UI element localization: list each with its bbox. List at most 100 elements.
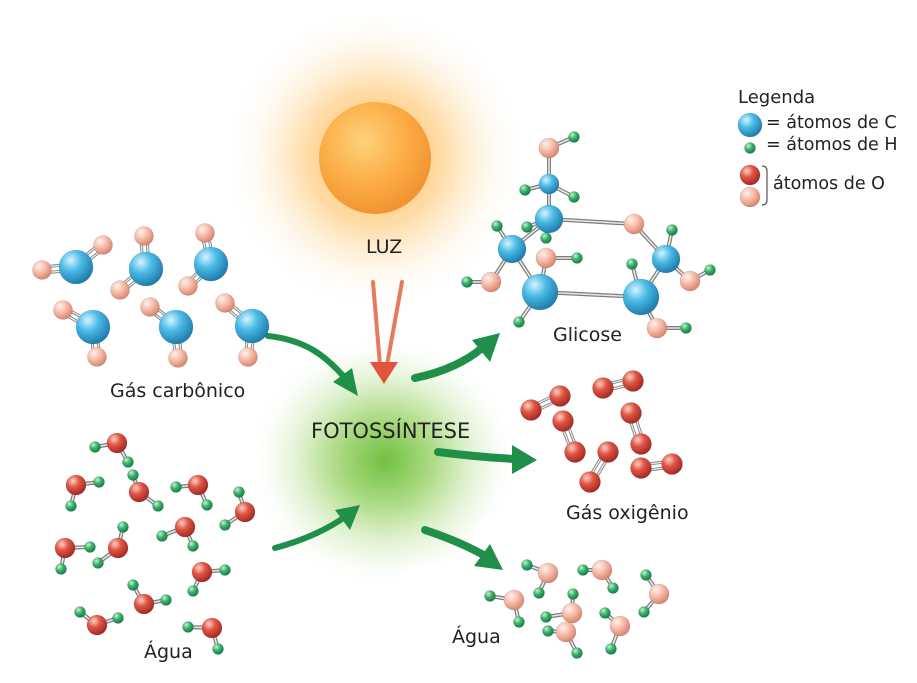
- oxygen-atom: [739, 164, 761, 186]
- oxygen-atom: [65, 474, 87, 496]
- oxygen-atom: [54, 537, 76, 559]
- water-molecule: [182, 617, 224, 655]
- hydrogen-atom: [571, 647, 583, 659]
- hydrogen-atom: [187, 540, 199, 552]
- oxygen-atom: [168, 348, 188, 368]
- oxygen-atom: [555, 621, 577, 643]
- water-molecule: [65, 474, 105, 512]
- legend-title: Legenda: [738, 87, 816, 108]
- water-molecule: [599, 607, 631, 655]
- oxygen-atom: [215, 293, 235, 313]
- water-molecule: [74, 606, 124, 636]
- oxygen-atom: [187, 474, 209, 496]
- hydrogen-atom: [491, 220, 503, 232]
- hydrogen-atom: [607, 582, 619, 594]
- hydrogen-atom: [233, 486, 245, 498]
- carbon-atom: [234, 308, 270, 344]
- hydrogen-atom: [187, 585, 199, 597]
- oxygen-atom: [53, 300, 73, 320]
- water-molecule: [170, 474, 213, 511]
- arrow-glucose-out: [411, 333, 500, 382]
- hydrogen-atom: [704, 264, 716, 276]
- co2-label: Gás carbônico: [110, 380, 246, 402]
- water-molecule: [542, 621, 583, 659]
- hydrogen-atom: [92, 557, 104, 569]
- oxygen-atom: [238, 347, 258, 367]
- carbon-atom: [128, 251, 164, 287]
- arrow-water-out: [421, 526, 503, 570]
- oxygen-atom: [87, 347, 107, 367]
- hydrogen-atom: [540, 232, 552, 244]
- hydrogen-atom: [117, 521, 129, 533]
- co2-molecule: [215, 293, 270, 367]
- water-molecule: [89, 432, 134, 468]
- hydrogen-atom: [156, 530, 168, 542]
- oxygen-atom: [739, 186, 761, 208]
- hydrogen-atom: [219, 564, 231, 576]
- oxygen-atom: [535, 247, 557, 269]
- water-molecule: [127, 579, 172, 615]
- carbon-atom: [58, 249, 94, 285]
- arrow-water-in: [272, 505, 360, 551]
- water-out-label: Água: [452, 626, 501, 648]
- hydrogen-atom: [74, 606, 86, 618]
- oxygen-atom: [191, 561, 213, 583]
- hydrogen-atom: [89, 441, 101, 453]
- glucose-molecule: [461, 131, 716, 339]
- hydrogen-atom: [626, 258, 638, 270]
- water-molecule: [484, 589, 525, 628]
- carbon-atom: [497, 234, 527, 264]
- co2-molecule: [32, 235, 113, 285]
- oxygen-atom: [537, 562, 559, 584]
- legend-hydrogen-label: = átomos de H: [766, 135, 898, 155]
- oxygen-atom: [648, 583, 670, 605]
- hydrogen-atom: [170, 481, 182, 493]
- water-in-molecules: [54, 432, 256, 655]
- oxygen-atom: [178, 276, 198, 296]
- legend-swatches: [737, 112, 763, 208]
- legend-carbon-label: = átomos de C: [766, 113, 897, 133]
- carbon-atom: [534, 204, 564, 234]
- oxygen-atom: [579, 471, 601, 493]
- hydrogen-atom: [680, 322, 692, 334]
- oxygen-atom: [620, 402, 642, 424]
- hydrogen-atom: [640, 569, 652, 581]
- water-molecule: [521, 559, 559, 599]
- oxygen-atom: [107, 537, 129, 559]
- hydrogen-atom: [513, 616, 525, 628]
- hydrogen-atom: [577, 564, 589, 576]
- hydrogen-atom: [55, 563, 67, 575]
- hydrogen-atom: [605, 643, 617, 655]
- hydrogen-atom: [744, 142, 756, 154]
- hydrogen-atom: [93, 476, 105, 488]
- oxygen-label: Gás oxigênio: [566, 502, 689, 524]
- hydrogen-atom: [533, 587, 545, 599]
- oxygen-atom: [520, 399, 542, 421]
- oxygen-atom: [646, 317, 668, 339]
- water-molecule: [156, 516, 199, 552]
- hydrogen-atom: [65, 500, 77, 512]
- oxygen-atom: [679, 270, 701, 292]
- water-molecule: [219, 486, 256, 531]
- oxygen-atom: [480, 271, 502, 293]
- carbon-atom: [158, 309, 194, 345]
- hydrogen-atom: [599, 607, 611, 619]
- water-molecule: [187, 561, 231, 597]
- oxygen-molecule: [579, 441, 619, 493]
- hydrogen-atom: [521, 221, 533, 233]
- hydrogen-atom: [152, 500, 164, 512]
- oxygen-atom: [234, 501, 256, 523]
- oxygen-atom: [630, 433, 652, 455]
- oxygen-atom: [592, 377, 614, 399]
- oxygen-atom: [140, 297, 160, 317]
- oxygen-atom: [201, 617, 223, 639]
- oxygen-atom: [552, 410, 574, 432]
- water-molecule: [92, 521, 129, 569]
- carbon-atom: [521, 273, 559, 311]
- carbon-atom: [737, 112, 763, 138]
- hydrogen-atom: [182, 621, 194, 633]
- hydrogen-atom: [484, 590, 496, 602]
- oxygen-atom: [661, 453, 683, 475]
- oxygen-atom: [106, 432, 128, 454]
